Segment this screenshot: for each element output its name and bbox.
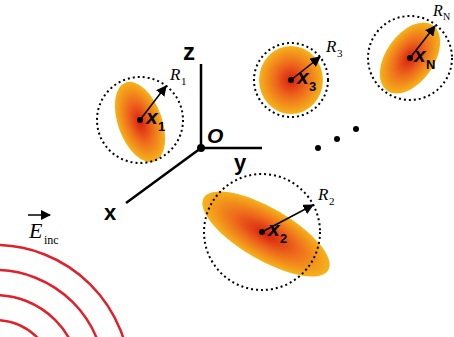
coordinate-axes xyxy=(126,64,262,203)
incident-wavefronts xyxy=(0,245,130,337)
position-label: x xyxy=(297,66,309,87)
field-subscript: inc xyxy=(44,234,59,246)
radius-arrows xyxy=(140,26,435,232)
radius-subscript: 1 xyxy=(181,76,187,87)
position-subscript: 1 xyxy=(158,120,165,133)
radius-subscript: 2 xyxy=(329,196,335,207)
ellipsis-dots xyxy=(315,126,359,151)
center-dots xyxy=(137,55,413,235)
radius-subscript: 3 xyxy=(337,48,343,59)
origin-label: O xyxy=(207,125,223,146)
field-label: E xyxy=(29,220,42,242)
radius-label: R xyxy=(318,186,328,203)
vector-arrow xyxy=(28,214,50,216)
particles xyxy=(105,11,453,292)
position-label: x xyxy=(146,106,158,127)
bounding-spheres xyxy=(97,16,452,290)
axis-label: x xyxy=(104,202,116,224)
radius-label: R xyxy=(326,38,336,55)
axis-label: z xyxy=(183,40,195,64)
position-label: x xyxy=(414,44,426,65)
origin-dot xyxy=(197,144,205,152)
position-subscript: N xyxy=(426,58,435,71)
position-label: x xyxy=(268,218,280,239)
radius-label: R xyxy=(433,3,443,19)
radius-label: R xyxy=(170,66,180,83)
position-subscript: 3 xyxy=(309,80,316,93)
axis-label: y xyxy=(234,152,246,174)
position-subscript: 2 xyxy=(280,232,287,245)
radius-subscript: N xyxy=(443,12,450,22)
